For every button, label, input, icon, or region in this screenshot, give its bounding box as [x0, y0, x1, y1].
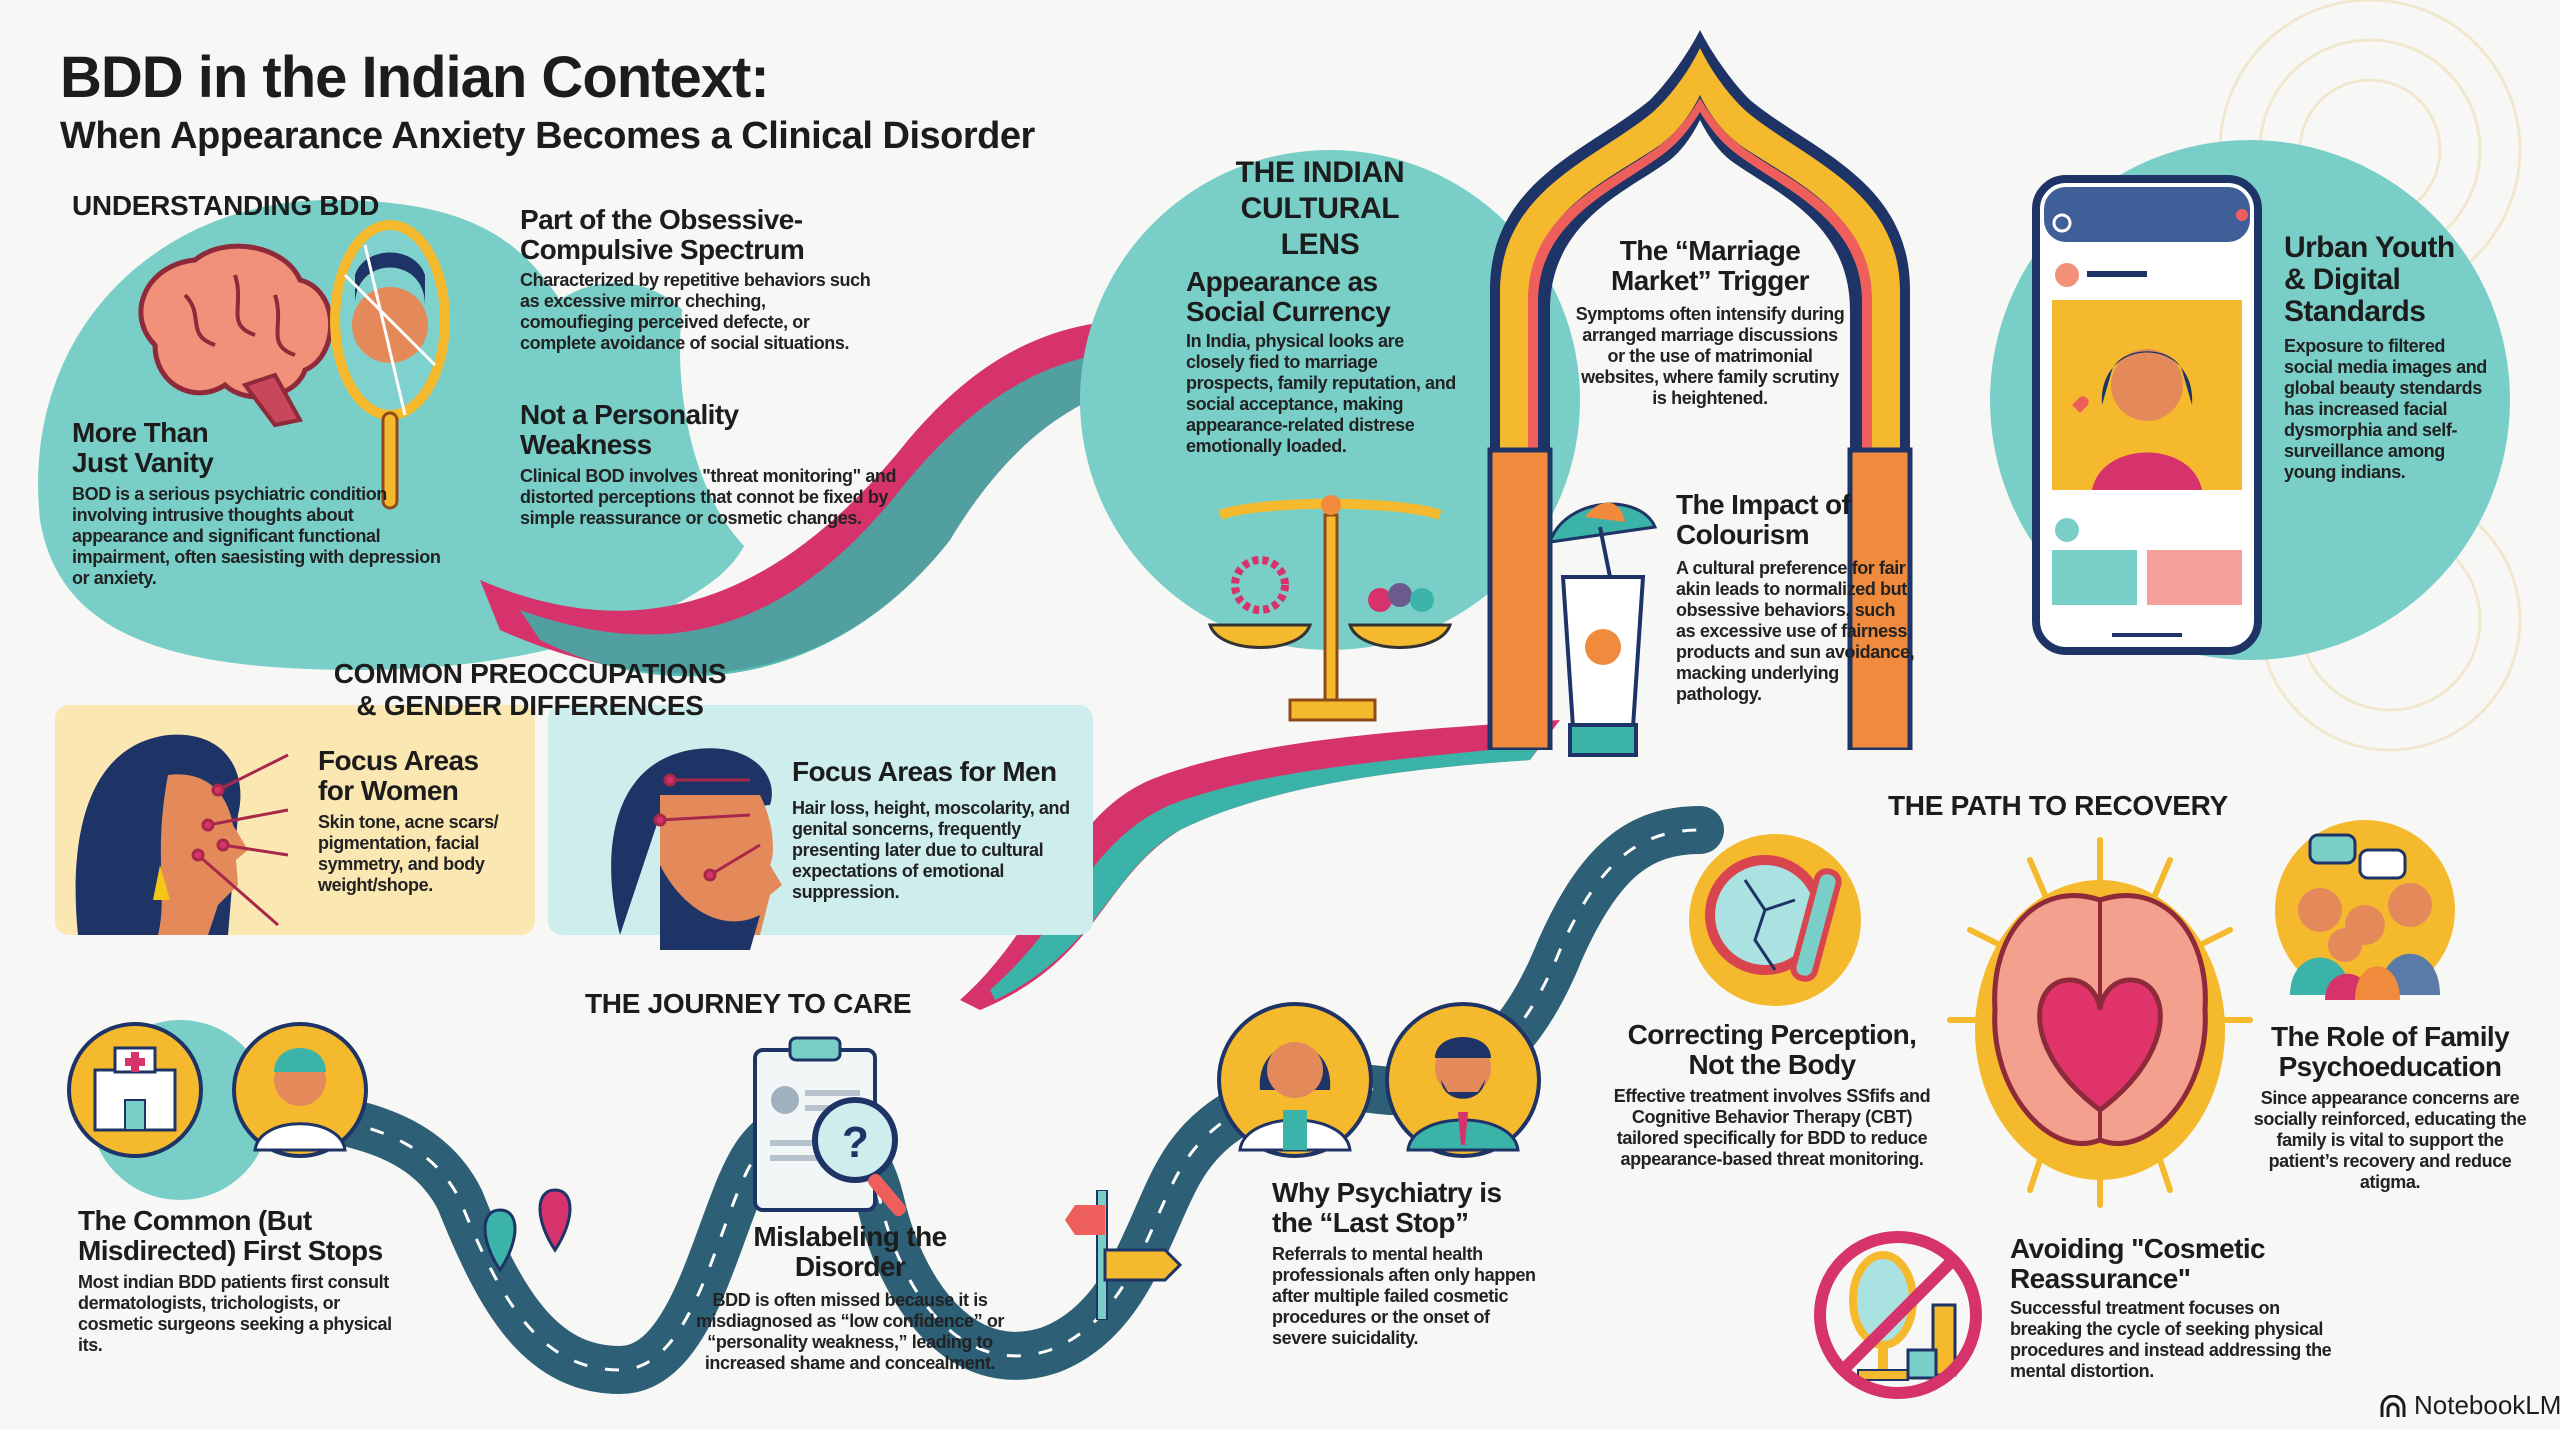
male-psychiatrist-icon [1385, 1002, 1541, 1158]
marriage-title: The “Marriage Market” Trigger [1611, 235, 1810, 296]
women-title: Focus Areas for Women [318, 745, 479, 806]
weakness-body: Clinical BOD involves "threat monitoring… [520, 466, 897, 528]
urban-body: Exposure to filtered social media images… [2284, 336, 2487, 482]
section-heading-understanding: UNDERSTANDING BDD [72, 190, 380, 221]
indian-arch-frame [1487, 30, 1913, 750]
urban-title: Urban Youth & Digital Standards [2284, 231, 2455, 328]
colourism-body: A cultural preference for fair akin lead… [1676, 558, 1915, 704]
broken-mirror-brush-icon [1689, 834, 1861, 1006]
perception-body: Effective treatment involves SSfifs and … [1613, 1086, 1931, 1169]
brain-heart-icon [1947, 837, 2253, 1208]
clipboard-magnifier-icon: ? [753, 1036, 906, 1217]
colourism-title: The Impact of Colourism [1676, 489, 1851, 550]
cracked-mirror-icon [330, 220, 450, 510]
signpost-icon [1065, 1190, 1183, 1320]
weakness-title: Not a Personality Weakness [520, 399, 739, 460]
no-cosmetics-icon [1814, 1231, 1982, 1399]
women-body: Skin tone, acne scars/ pigmentation, fac… [318, 812, 499, 895]
hospital-icon [67, 1022, 203, 1158]
first-stops-body: Most indian BDD patients first consult d… [78, 1272, 392, 1355]
cultural-lens-blob [1080, 150, 1580, 650]
man-profile-icon [611, 748, 782, 950]
brand-label: NotebookLM [2414, 1390, 2560, 1420]
female-psychiatrist-icon [1217, 1002, 1373, 1158]
cosmetic-body: Successful treatment focuses on breaking… [2010, 1298, 2332, 1381]
section-heading-journey: THE JOURNEY TO CARE [585, 988, 912, 1019]
section-heading-recovery: THE PATH TO RECOVERY [1888, 790, 2228, 821]
family-title: The Role of Family Psychoeducation [2270, 1021, 2510, 1082]
section-heading-cultural: THE INDIAN CULTURAL LENS [1235, 156, 1405, 261]
vanity-body: BOD is a serious psychiatric condition i… [72, 484, 441, 588]
section-heading-preoccupations: COMMON PREOCCUPATIONS & GENDER DIFFERENC… [333, 658, 727, 721]
mislabel-body: BDD is often missed because it is misdia… [695, 1290, 1005, 1373]
sunscreen-umbrella-icon [1547, 502, 1658, 757]
perception-title: Correcting Perception, Not the Body [1627, 1019, 1917, 1080]
currency-body: In India, physical looks are closely fie… [1186, 331, 1456, 456]
family-body: Since appearance concerns are socially r… [2253, 1088, 2527, 1192]
spectrum-title: Part of the Obsessive- Compulsive Spectr… [520, 204, 805, 265]
men-body: Hair loss, height, moscolarity, and geni… [792, 798, 1070, 902]
doctor-icon [232, 1022, 368, 1158]
cosmetic-title: Avoiding "Cosmetic Reassurance" [2010, 1233, 2266, 1294]
brain-icon [138, 243, 334, 428]
mislabel-title: Mislabeling the Disorder [753, 1221, 947, 1282]
page-title: BDD in the Indian Context: [60, 45, 770, 110]
family-group-icon [2275, 820, 2455, 1000]
first-stops-title: The Common (But Misdirected) First Stops [78, 1205, 383, 1266]
men-title: Focus Areas for Men [792, 756, 1057, 787]
balance-scale-icon [1207, 495, 1453, 722]
location-pins-icon [483, 1188, 572, 1273]
spectrum-body: Characterized by repetitive behaviors su… [520, 270, 871, 353]
notebooklm-logo-icon [2380, 1394, 2406, 1417]
page-subtitle: When Appearance Anxiety Becomes a Clinic… [60, 115, 1035, 157]
notebooklm-brand: NotebookLM [2380, 1390, 2560, 1421]
svg-text:?: ? [842, 1118, 869, 1167]
marriage-body: Symptoms often intensify during arranged… [1575, 304, 1845, 408]
last-stop-body: Referrals to mental health professionals… [1272, 1244, 1536, 1348]
currency-title: Appearance as Social Currency [1186, 266, 1391, 327]
last-stop-title: Why Psychiatry is the “Last Stop” [1272, 1177, 1502, 1238]
woman-profile-icon [75, 734, 289, 935]
smartphone-social-feed-icon [2032, 175, 2262, 655]
vanity-title: More Than Just Vanity [72, 417, 214, 478]
